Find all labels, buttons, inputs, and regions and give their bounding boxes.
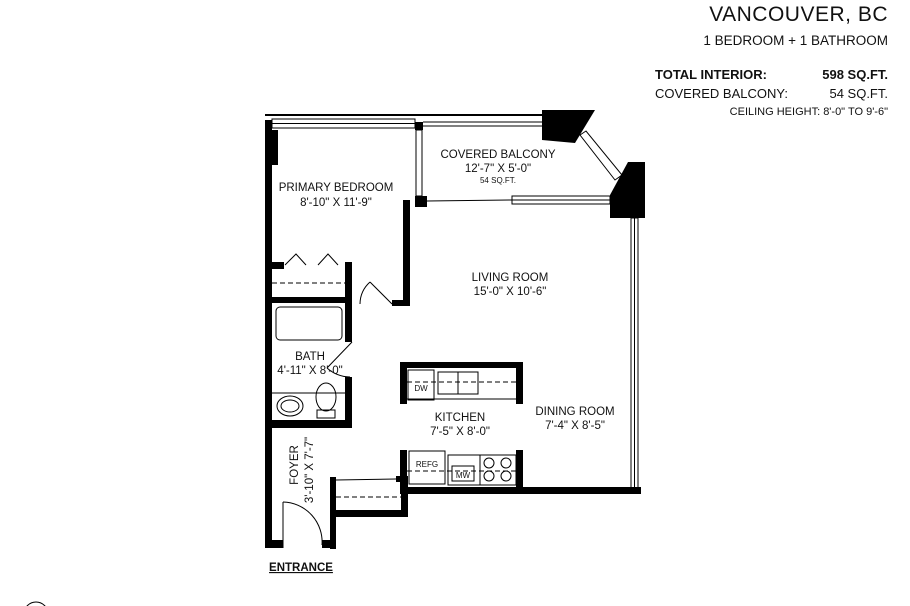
balcony-label: COVERED BALCONY:	[655, 86, 788, 101]
room-labels: PRIMARY BEDROOM 8'-10" X 11'-9" COVERED …	[269, 149, 615, 574]
microwave-label: MW	[456, 471, 471, 480]
bath-dims: 4'-11" X 8'-0"	[277, 365, 342, 377]
kitchen-dims: 7'-5" X 8'-0"	[430, 426, 490, 438]
balcony-dims: 12'-7" X 5'-0"	[465, 163, 531, 175]
dining-name: DINING ROOM	[535, 406, 614, 418]
living-dims: 15'-0" X 10'-6"	[474, 286, 547, 298]
living-name: LIVING ROOM	[472, 272, 549, 284]
entrance-label: ENTRANCE	[269, 562, 333, 574]
foyer-name: FOYER	[289, 445, 301, 485]
balcony-value: 54 SQ.FT.	[829, 86, 888, 101]
location-title: VANCOUVER, BC	[709, 3, 888, 26]
dishwasher-label: DW	[414, 384, 428, 393]
unit-type: 1 BEDROOM + 1 BATHROOM	[703, 33, 888, 48]
balcony-area: 54 SQ.FT.	[480, 176, 516, 185]
ceiling-height: CEILING HEIGHT: 8'-0" TO 9'-6"	[729, 106, 888, 118]
total-interior-label: TOTAL INTERIOR:	[655, 67, 767, 82]
kitchen-name: KITCHEN	[435, 412, 485, 424]
foyer-dims: 3'-10" X 7'-7"	[304, 437, 316, 503]
dining-dims: 7'-4" X 8'-5"	[545, 420, 605, 432]
bedroom-name: PRIMARY BEDROOM	[279, 182, 394, 194]
total-interior-value: 598 SQ.FT.	[822, 67, 888, 82]
windows	[271, 118, 639, 491]
balcony-name: COVERED BALCONY	[440, 149, 555, 161]
walls	[265, 110, 645, 549]
fixtures-lines	[272, 253, 517, 548]
bath-name: BATH	[295, 351, 325, 363]
compass-icon	[26, 601, 46, 606]
refrigerator-label: REFG	[416, 460, 438, 469]
bedroom-dims: 8'-10" X 11'-9"	[300, 197, 372, 209]
